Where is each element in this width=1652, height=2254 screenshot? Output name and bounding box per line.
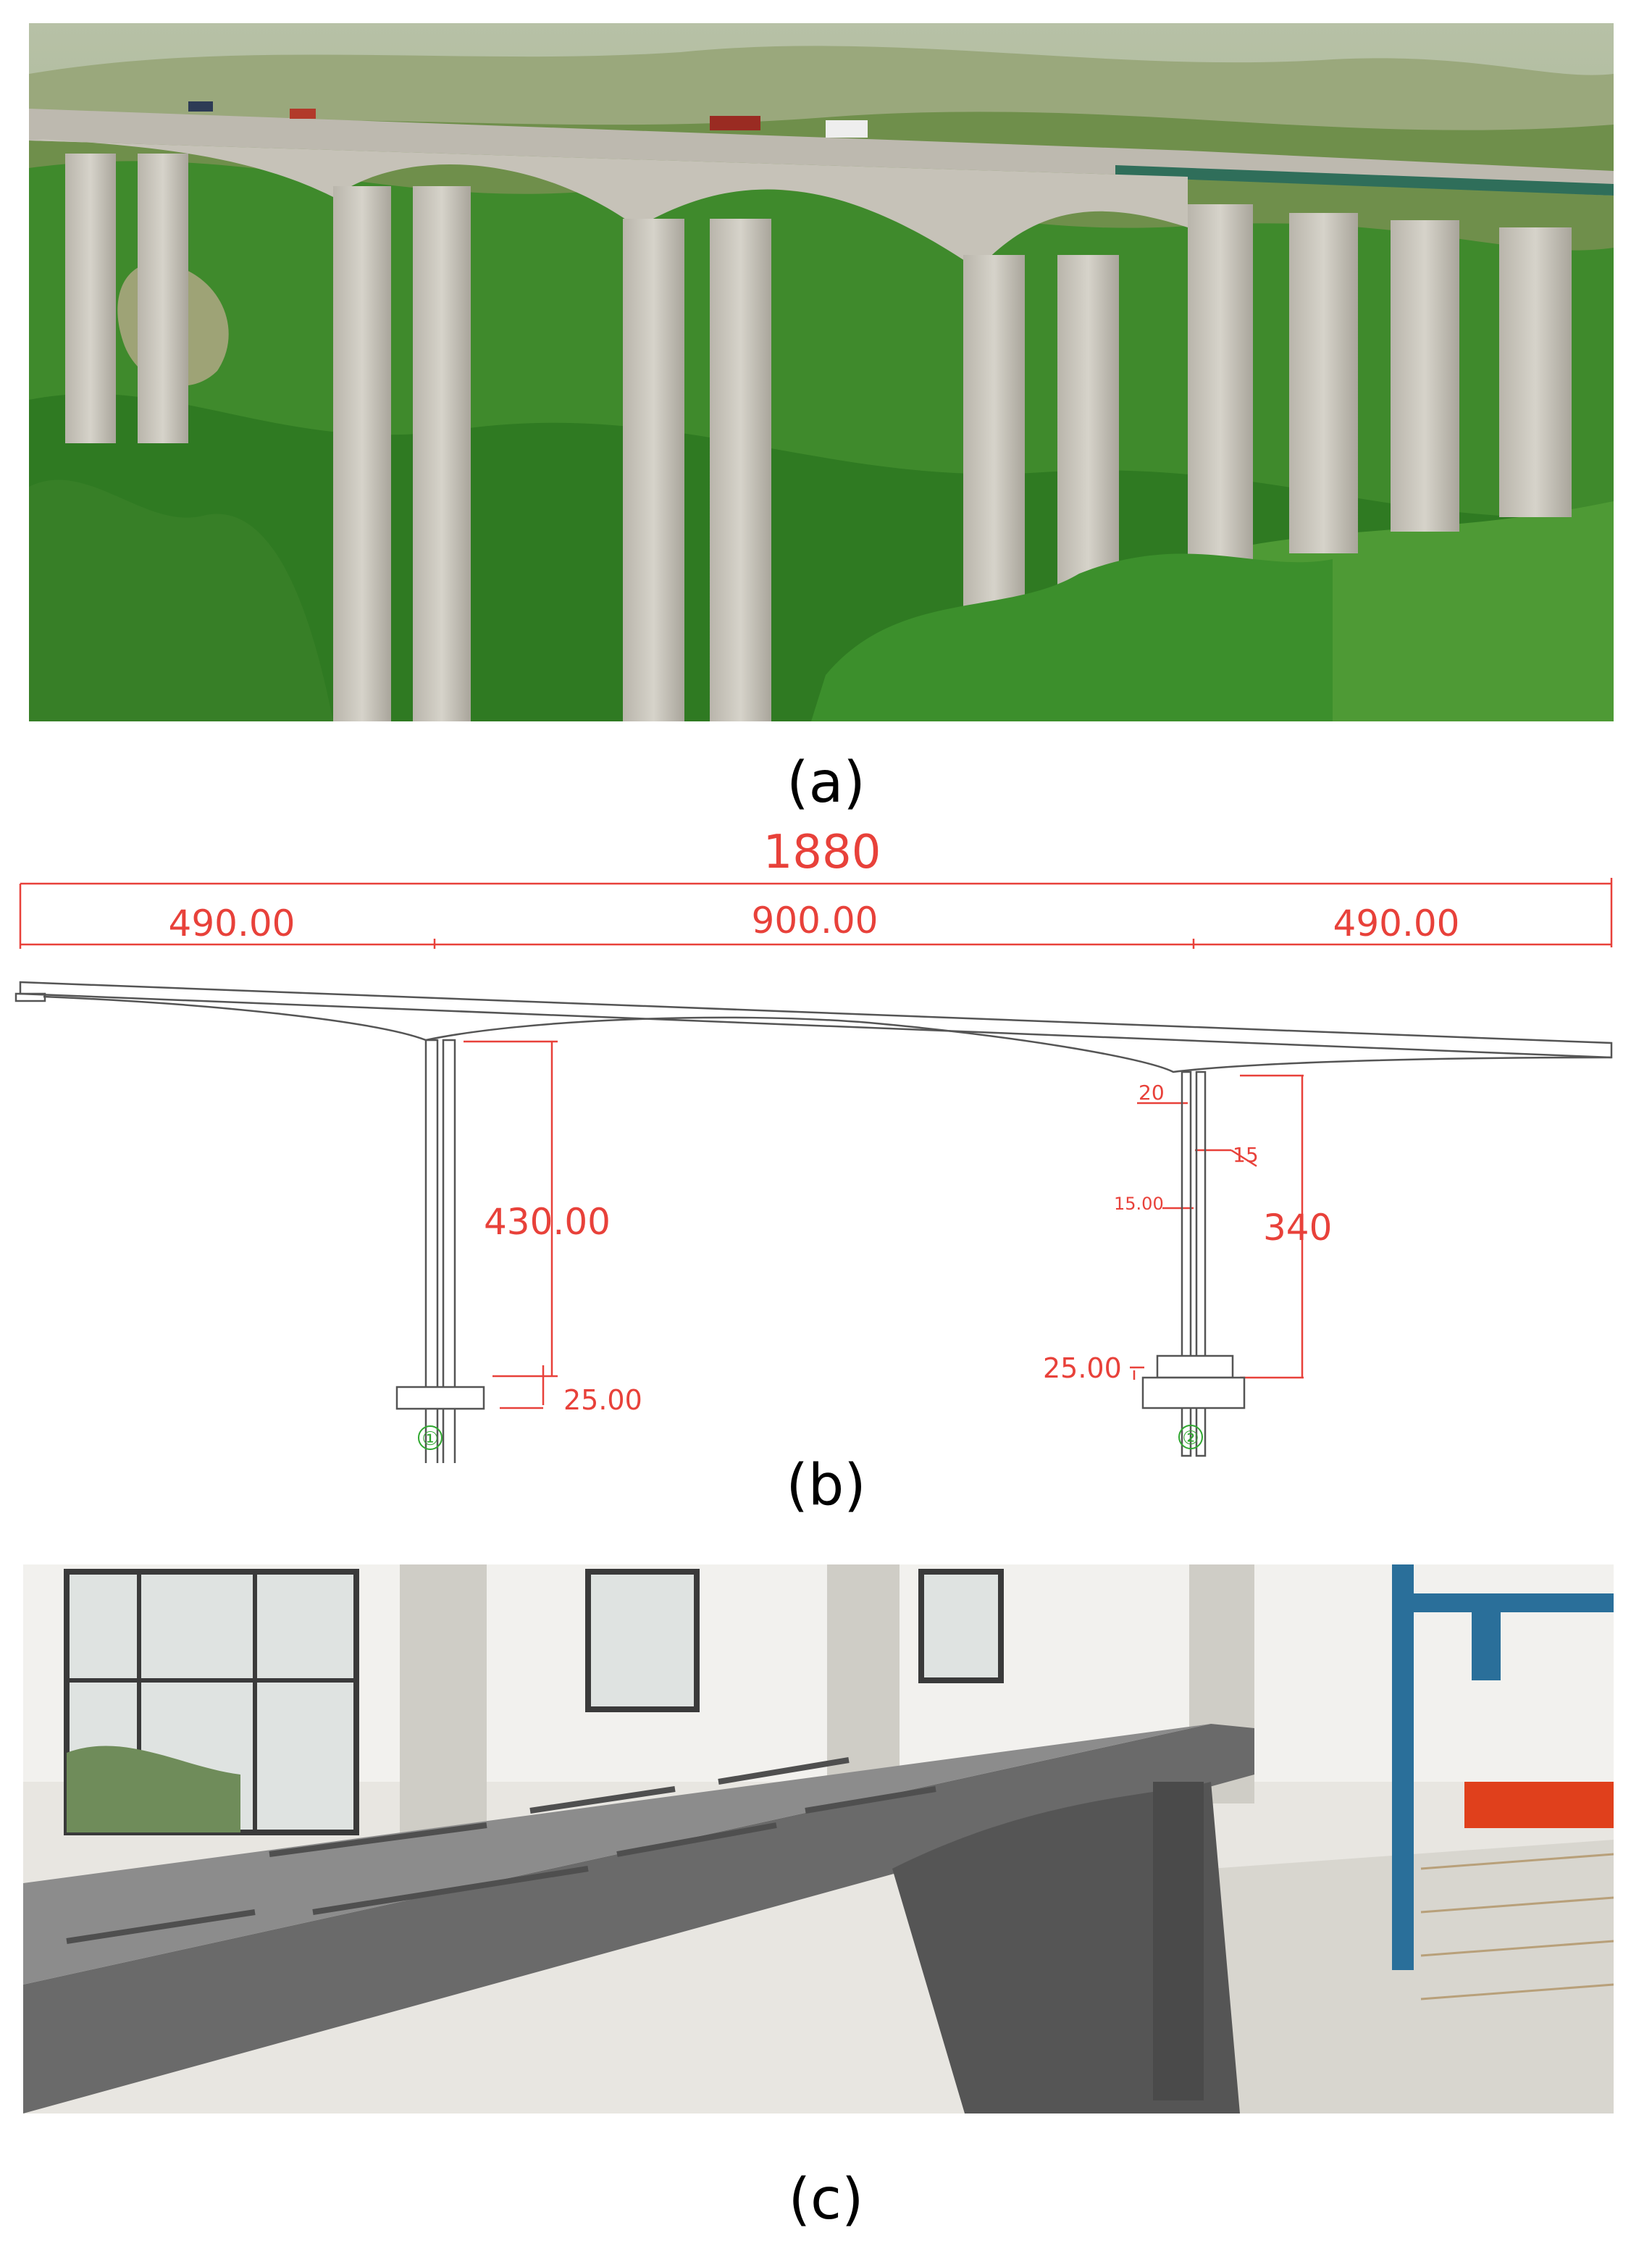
bridge-photo-illustration <box>29 23 1614 721</box>
caption-a: (a) <box>787 750 865 816</box>
photo-a-bridge <box>29 23 1614 721</box>
dim-pier2-base: 25.00 <box>1043 1352 1122 1384</box>
pier-1-marker: ① <box>422 1428 438 1450</box>
pier-2-marker-circle <box>1178 1425 1203 1449</box>
dim-pier2-wall: 15 <box>1233 1143 1259 1167</box>
dim-left-span: 490.00 <box>169 902 295 944</box>
dim-pier2-height: 340 <box>1263 1207 1332 1249</box>
photo-c-lab-model <box>23 1564 1614 2113</box>
dim-mid-span: 900.00 <box>752 900 879 942</box>
dim-pier1-height: 430.00 <box>484 1201 611 1243</box>
drawing-b-elevation: 1880 490.00 900.00 490.00 430.00 25.00 3… <box>0 826 1652 1463</box>
elevation-drawing: 1880 490.00 900.00 490.00 430.00 25.00 3… <box>14 826 1613 1463</box>
pier-2-marker: ② <box>1182 1428 1199 1449</box>
dim-total-span: 1880 <box>763 826 881 879</box>
dim-pier2-width: 20 <box>1139 1081 1165 1105</box>
dim-pier2-gap: 15.00 <box>1114 1194 1164 1214</box>
pier-1-marker-circle <box>418 1425 443 1450</box>
caption-c: (c) <box>788 2167 864 2232</box>
lab-photo-illustration <box>23 1564 1614 2113</box>
dim-pier1-base: 25.00 <box>563 1384 642 1416</box>
caption-b: (b) <box>786 1453 866 1518</box>
dim-right-span: 490.00 <box>1333 902 1460 944</box>
